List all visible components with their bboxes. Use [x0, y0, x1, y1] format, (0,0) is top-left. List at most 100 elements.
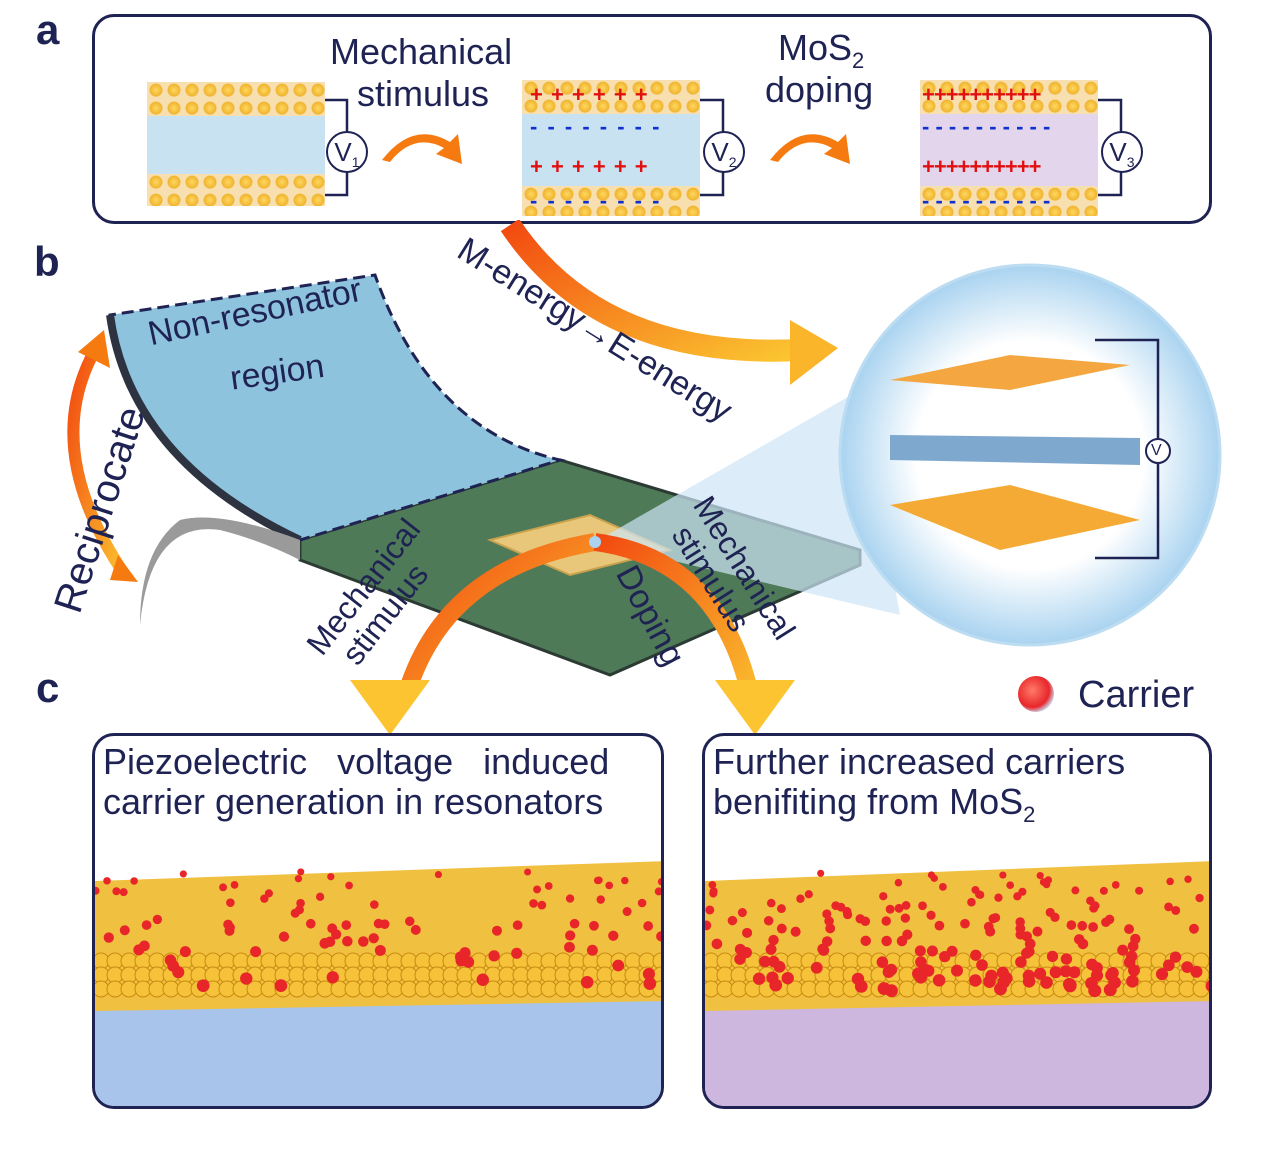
carrier-legend-label: Carrier: [1078, 674, 1195, 716]
carrier-dot: [296, 898, 305, 908]
carrier-dot: [179, 946, 191, 958]
carrier-dot: [894, 878, 903, 887]
carrier-dot: [709, 887, 718, 896]
carrier-dot: [119, 888, 128, 897]
carrier-dot: [804, 890, 813, 899]
carrier-dot: [1046, 950, 1059, 963]
carrier-dot: [1111, 881, 1120, 889]
minus-charges: - - - - - - - -: [530, 114, 662, 139]
carrier-dot: [512, 920, 523, 931]
carrier-dot: [769, 978, 783, 992]
plus-charges: ++++++++++: [922, 154, 1041, 179]
carrier-dot: [860, 935, 871, 947]
carrier-dot: [918, 963, 931, 976]
carrier-dot: [854, 979, 868, 993]
carrier-dot: [196, 979, 210, 993]
circuit-wire-1: [325, 98, 349, 197]
carrier-dot: [476, 973, 489, 986]
carrier-dot: [326, 971, 339, 984]
carrier-dot: [1049, 966, 1062, 979]
carrier-dot: [488, 950, 500, 962]
carrier-dot: [373, 918, 384, 929]
carrier-dot: [901, 901, 911, 910]
carrier-dot: [896, 935, 908, 947]
carrier-dot: [225, 922, 235, 933]
carrier-dot: [1015, 917, 1025, 927]
carrier-dot: [1088, 984, 1102, 998]
carrier-dot: [776, 923, 787, 934]
down-arrowheads: [350, 680, 795, 735]
carrier-dot: [327, 873, 335, 881]
carrier-dot: [1169, 951, 1182, 963]
carrier-dot: [315, 892, 325, 901]
carrier-dot: [580, 975, 594, 989]
carrier-dot: [796, 894, 805, 903]
carrier-dot: [768, 934, 779, 946]
carrier-dot: [1099, 886, 1108, 895]
carrier-dot: [817, 869, 825, 877]
carrier-dot: [705, 920, 712, 931]
carrier-dot: [533, 885, 542, 894]
carrier-dot: [511, 947, 523, 959]
carrier-dot: [773, 960, 786, 973]
carrier-dot: [1166, 877, 1174, 886]
carrier-dot: [586, 944, 598, 956]
carrier-dot: [1088, 922, 1098, 932]
carrier-dot: [529, 899, 538, 908]
carrier-dot: [971, 885, 980, 894]
carrier-dot: [759, 955, 771, 968]
carrier-dot: [1101, 917, 1111, 928]
carrier-dot: [918, 901, 927, 911]
carrier-dot: [342, 936, 353, 947]
carrier-dot: [1126, 975, 1139, 988]
carrier-dot: [876, 956, 889, 968]
carrier-dot: [565, 894, 575, 903]
carrier-dot: [537, 900, 547, 910]
carrier-legend-icon: [1018, 676, 1054, 712]
carrier-dot: [141, 920, 152, 930]
carrier-dot: [985, 926, 996, 937]
circuit-wire-2: [700, 98, 725, 197]
carrier-dot: [765, 943, 777, 955]
carrier-dot: [1073, 934, 1085, 945]
carrier-dot: [926, 945, 938, 957]
carrier-dot: [1205, 980, 1209, 992]
carrier-dot: [705, 905, 715, 915]
carrier-dot: [885, 904, 895, 914]
carrier-dot: [1128, 964, 1140, 977]
carrier-dot: [103, 932, 114, 943]
panel-label-c: c: [36, 664, 60, 711]
carrier-dot: [179, 870, 187, 878]
carrier-dot: [103, 877, 111, 885]
mechanical-stimulus-label: Mechanical: [330, 31, 513, 72]
structure-initial: [147, 82, 325, 206]
carrier-dot: [341, 920, 352, 930]
carrier-dot: [226, 898, 235, 907]
carrier-dot: [657, 878, 661, 886]
carrier-dot: [999, 871, 1007, 879]
carrier-dot: [1015, 929, 1026, 940]
carrier-dot: [711, 938, 723, 950]
carrier-dot: [569, 918, 580, 929]
carrier-dot: [564, 941, 575, 953]
carrier-dot: [825, 923, 836, 934]
carrier-dot: [331, 929, 342, 940]
carrier-dot: [970, 949, 982, 961]
carrier-dot: [1018, 887, 1027, 896]
carrier-dot: [817, 943, 829, 955]
carrier-dot: [1040, 976, 1053, 989]
carrier-dot: [742, 927, 753, 938]
carrier-dot: [1090, 969, 1104, 982]
carrier-dot: [1068, 966, 1081, 979]
carrier-dot: [842, 906, 852, 916]
carrier-dot: [1181, 961, 1194, 974]
carrier-dot: [1155, 968, 1169, 981]
carrier-dot: [1117, 944, 1129, 956]
carrier-dot: [1190, 965, 1203, 978]
carrier-dot: [250, 946, 262, 958]
minus-charges: - - - - - - - - - -: [922, 114, 1051, 139]
carrier-dot: [130, 877, 138, 885]
substrate-layer: [705, 1001, 1209, 1106]
